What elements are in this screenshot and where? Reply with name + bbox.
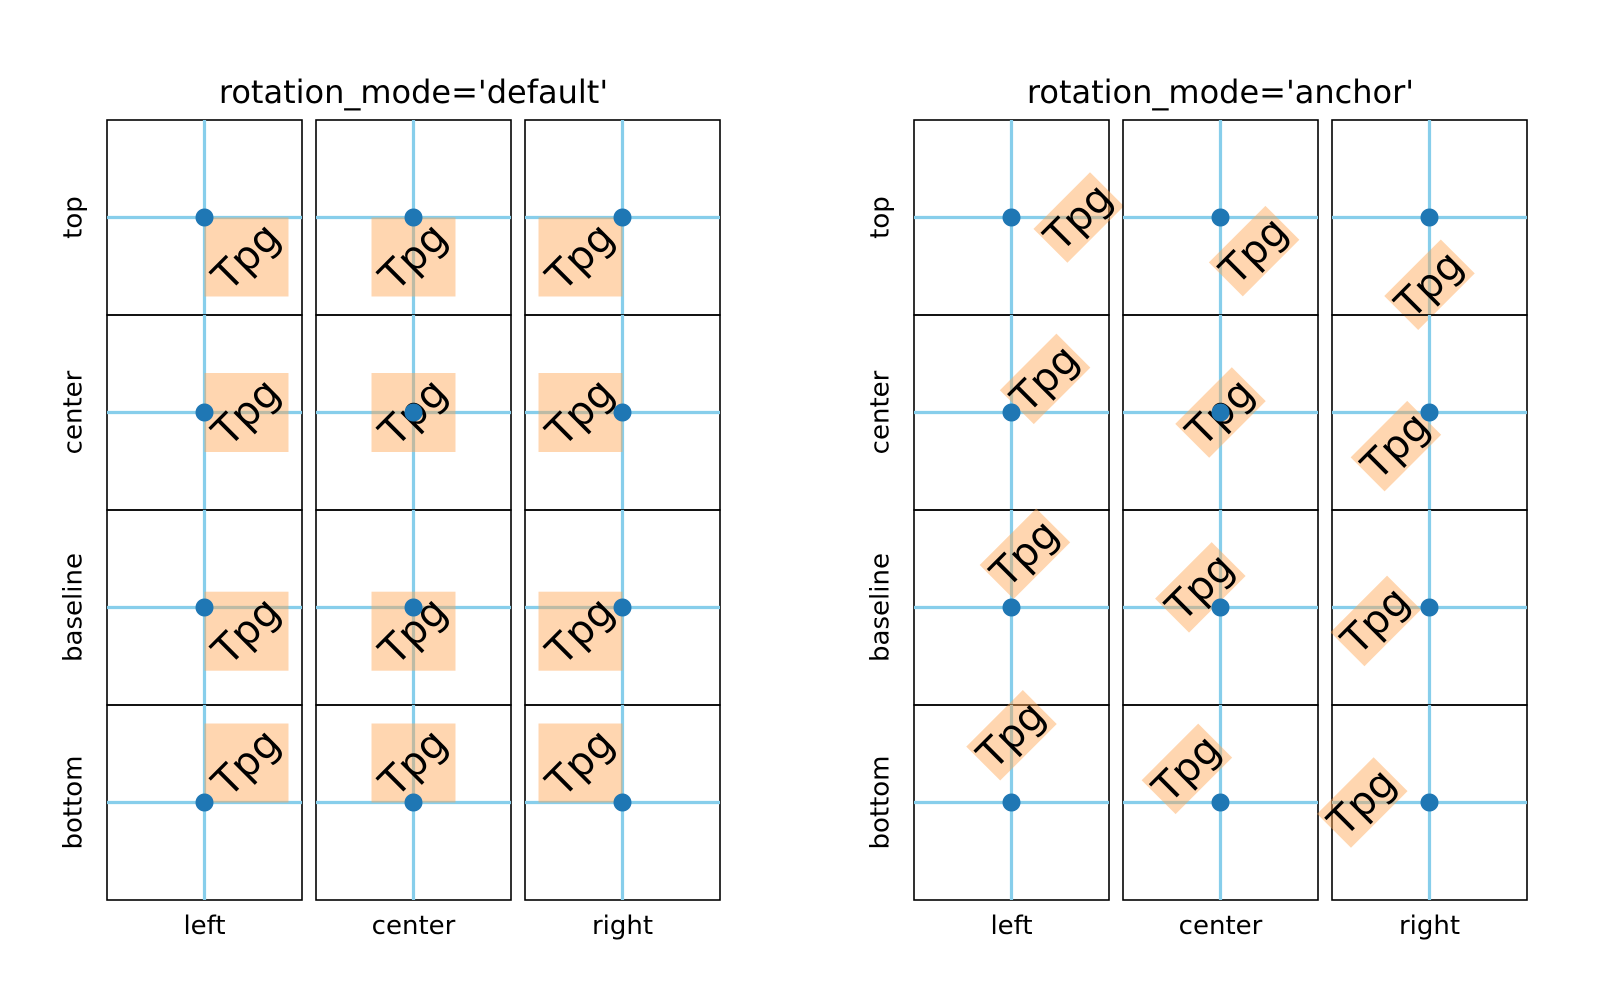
row-label-bottom: bottom <box>866 755 896 849</box>
text-bbox-bottom-center <box>371 723 456 803</box>
anchor-point-center-left <box>195 403 214 422</box>
anchor-point-center-right <box>613 403 632 422</box>
text-bbox-bottom-left <box>204 723 289 803</box>
anchor-point-center-center <box>404 403 423 422</box>
row-label-bottom: bottom <box>59 755 89 849</box>
text-bbox-top-center <box>371 217 456 297</box>
col-label-center: center <box>372 911 456 941</box>
anchor-point-bottom-left <box>195 793 214 812</box>
anchor-point-top-right <box>1420 208 1439 227</box>
anchor-point-bottom-center <box>1211 793 1230 812</box>
anchor-point-center-right <box>1420 403 1439 422</box>
panel-title: rotation_mode='default' <box>219 73 608 111</box>
anchor-point-baseline-left <box>1002 598 1021 617</box>
text-bbox-bottom-right <box>538 723 623 803</box>
text-bbox-center-right <box>1350 400 1442 492</box>
text-bbox-top-left <box>204 217 289 297</box>
text-bbox-top-right <box>1384 239 1475 330</box>
row-label-center: center <box>59 370 89 454</box>
sample-text-baseline-center: Tpg <box>1157 544 1243 630</box>
text-bbox-top-left <box>1033 172 1124 263</box>
col-label-right: right <box>1399 911 1460 941</box>
text-bbox-baseline-left <box>979 508 1071 599</box>
text-bbox-baseline-right <box>538 591 623 671</box>
col-label-left: left <box>990 911 1032 941</box>
text-bbox-center-right <box>538 373 623 452</box>
anchor-point-top-left <box>1002 208 1021 227</box>
text-bbox-top-center <box>1208 205 1300 297</box>
text-bbox-top-right <box>538 217 623 297</box>
anchor-point-baseline-center <box>404 598 423 617</box>
text-bbox-baseline-left <box>204 591 289 671</box>
anchor-point-bottom-center <box>404 793 423 812</box>
col-label-left: left <box>183 911 225 941</box>
row-label-baseline: baseline <box>866 553 896 662</box>
sample-text-baseline-right: Tpg <box>1332 578 1418 664</box>
text-bbox-bottom-center <box>1141 723 1233 815</box>
anchor-point-center-center <box>1211 403 1230 422</box>
anchor-point-center-left <box>1002 403 1021 422</box>
anchor-point-bottom-right <box>1420 793 1439 812</box>
row-label-top: top <box>59 196 89 239</box>
text-bbox-baseline-right <box>1330 575 1421 667</box>
anchor-point-top-left <box>195 208 214 227</box>
panel-title: rotation_mode='anchor' <box>1027 73 1414 111</box>
sample-text-baseline-left: Tpg <box>981 511 1067 597</box>
anchor-point-baseline-right <box>613 598 632 617</box>
anchor-point-top-center <box>1211 208 1230 227</box>
row-label-center: center <box>866 370 896 454</box>
row-label-baseline: baseline <box>59 553 89 662</box>
text-bbox-bottom-left <box>966 690 1057 781</box>
text-bbox-bottom-right <box>1317 757 1408 848</box>
text-bbox-center-left <box>204 373 289 452</box>
col-label-center: center <box>1179 911 1263 941</box>
text-bbox-baseline-center <box>1155 542 1246 633</box>
row-label-top: top <box>866 196 896 239</box>
col-label-right: right <box>592 911 653 941</box>
anchor-point-top-right <box>613 208 632 227</box>
anchor-point-bottom-left <box>1002 793 1021 812</box>
anchor-point-bottom-right <box>613 793 632 812</box>
anchor-point-top-center <box>404 208 423 227</box>
anchor-point-baseline-right <box>1420 598 1439 617</box>
text-bbox-center-left <box>999 333 1091 425</box>
anchor-point-baseline-left <box>195 598 214 617</box>
anchor-point-baseline-center <box>1211 598 1230 617</box>
